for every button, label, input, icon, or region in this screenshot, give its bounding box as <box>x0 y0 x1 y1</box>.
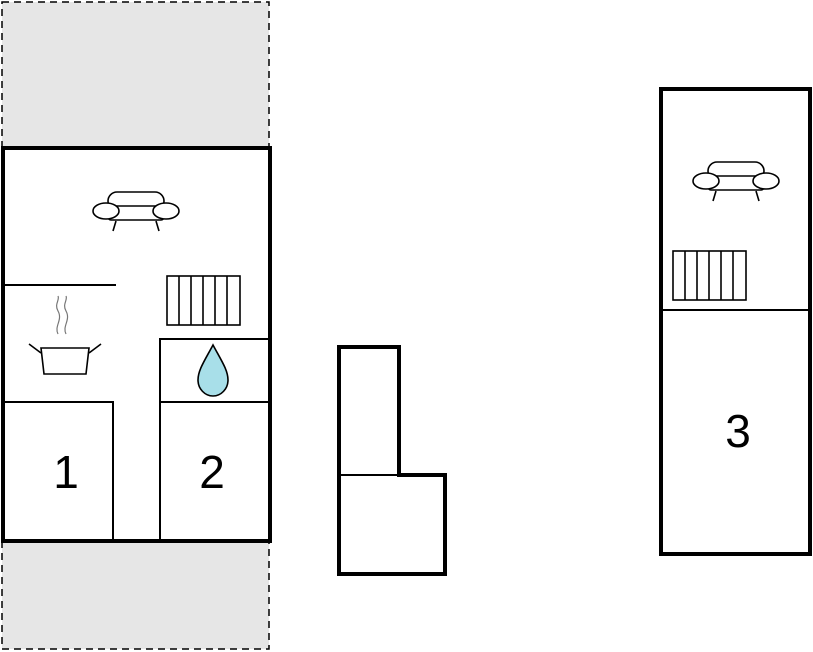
water-drop-icon <box>197 343 229 397</box>
sofa-icon <box>92 191 180 232</box>
cooking-pot-icon <box>28 295 102 375</box>
chimney-outline <box>337 345 447 576</box>
room-label-2: 2 <box>199 446 225 498</box>
bathroom-wall <box>159 338 268 541</box>
upper-floor <box>659 87 812 556</box>
radiator-icon <box>166 275 241 326</box>
bedroom-1-wall <box>5 401 114 541</box>
terrace-top <box>1 1 270 151</box>
room-label-3: 3 <box>725 405 751 457</box>
radiator-icon <box>672 250 747 301</box>
sofa-icon <box>692 161 780 202</box>
room-label-1: 1 <box>53 446 79 498</box>
terrace-bottom <box>1 539 270 650</box>
